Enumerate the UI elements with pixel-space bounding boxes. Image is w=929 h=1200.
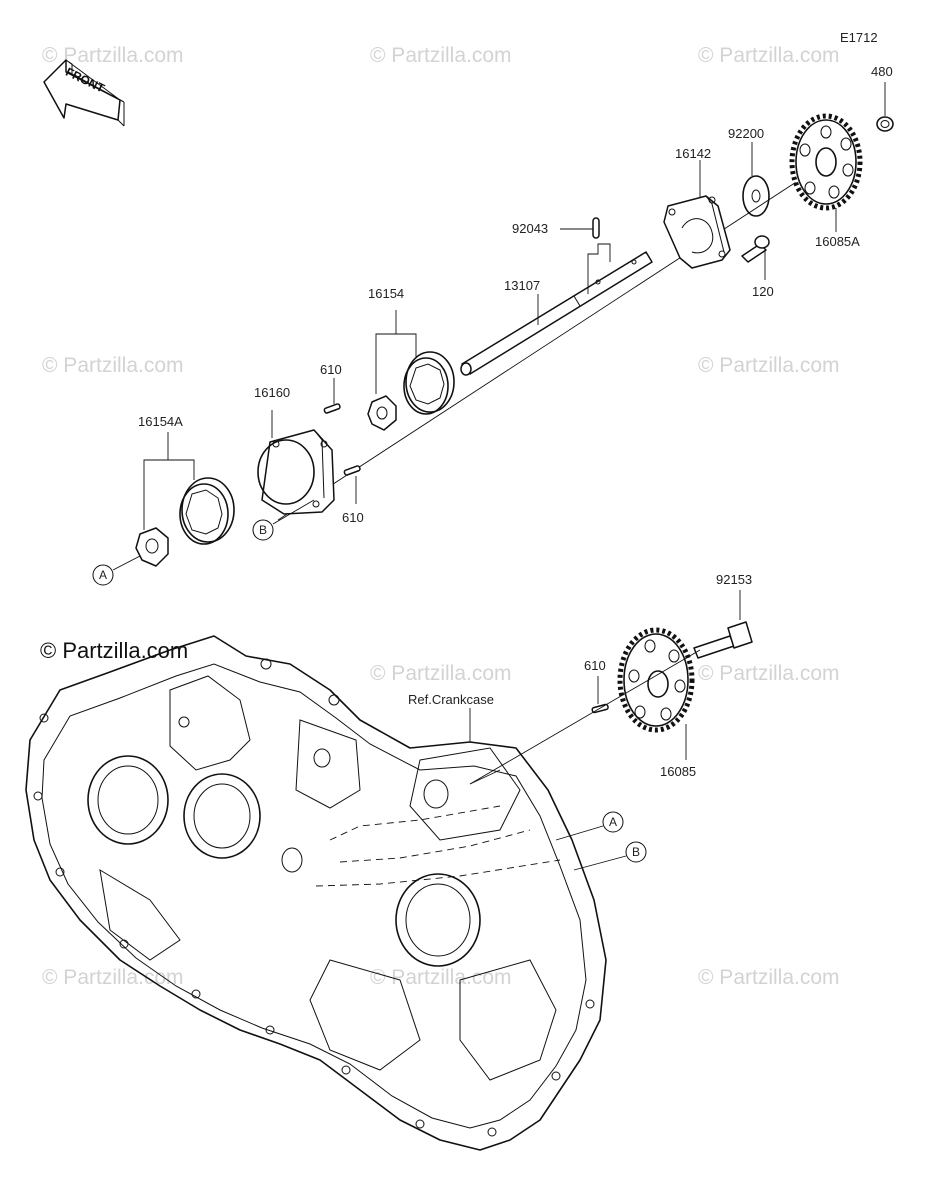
watermark: © Partzilla.com — [42, 966, 184, 989]
label-16085A: 16085A — [815, 234, 860, 249]
label-92153: 92153 — [716, 572, 752, 587]
svg-text:B: B — [632, 845, 640, 859]
gear-16085A — [789, 113, 863, 232]
label-610-low: 610 — [584, 658, 606, 673]
pin-92043 — [560, 217, 600, 239]
watermark: © Partzilla.com — [42, 354, 184, 377]
front-arrow: FRONT — [43, 59, 125, 127]
label-16085: 16085 — [660, 764, 696, 779]
shaft-13107 — [460, 243, 653, 376]
callout-a-lower: A — [555, 811, 624, 841]
label-92200: 92200 — [728, 126, 764, 141]
rotor-16154A — [135, 432, 235, 567]
assembly-axis-line — [277, 159, 831, 521]
label-13107: 13107 — [504, 278, 540, 293]
watermark: © Partzilla.com — [698, 44, 840, 67]
circlip-480 — [876, 82, 894, 132]
svg-text:A: A — [609, 815, 617, 829]
washer-92200 — [742, 142, 770, 217]
watermarks: © Partzilla.com © Partzilla.com © Partzi… — [42, 44, 840, 989]
watermark: © Partzilla.com — [698, 966, 840, 989]
callout-a-upper: A — [92, 555, 141, 586]
callout-b-lower: B — [573, 841, 647, 871]
watermark: © Partzilla.com — [370, 44, 512, 67]
bolt-120 — [741, 235, 770, 280]
gear-16085 — [617, 627, 695, 760]
pump-body-16160 — [257, 410, 335, 515]
watermark: © Partzilla.com — [698, 354, 840, 377]
svg-text:B: B — [259, 523, 267, 537]
ref-crankcase-label: Ref.Crankcase — [408, 692, 494, 707]
watermark: © Partzilla.com — [698, 662, 840, 685]
label-480: 480 — [871, 64, 893, 79]
gear-axis-line — [469, 649, 701, 785]
watermark: © Partzilla.com — [42, 44, 184, 67]
label-92043: 92043 — [512, 221, 548, 236]
label-610-top: 610 — [320, 362, 342, 377]
label-16154A: 16154A — [138, 414, 183, 429]
pump-cover-16142 — [663, 160, 731, 269]
bolt-92153 — [693, 590, 753, 659]
watermark: © Partzilla.com — [370, 662, 512, 685]
label-610-mid: 610 — [342, 510, 364, 525]
watermark: © Partzilla.com — [370, 966, 512, 989]
diagram-code: E1712 — [840, 30, 878, 45]
callout-b-upper: B — [252, 499, 315, 541]
rotor-16154 — [367, 310, 455, 431]
label-16160: 16160 — [254, 385, 290, 400]
dowel-610-top — [323, 378, 341, 414]
label-120: 120 — [752, 284, 774, 299]
crankcase — [25, 635, 607, 1151]
label-16142: 16142 — [675, 146, 711, 161]
svg-text:A: A — [99, 568, 107, 582]
dowel-610-mid — [343, 465, 361, 504]
watermark-dark: © Partzilla.com — [40, 638, 188, 663]
dowel-610-low — [591, 676, 609, 714]
label-16154: 16154 — [368, 286, 404, 301]
